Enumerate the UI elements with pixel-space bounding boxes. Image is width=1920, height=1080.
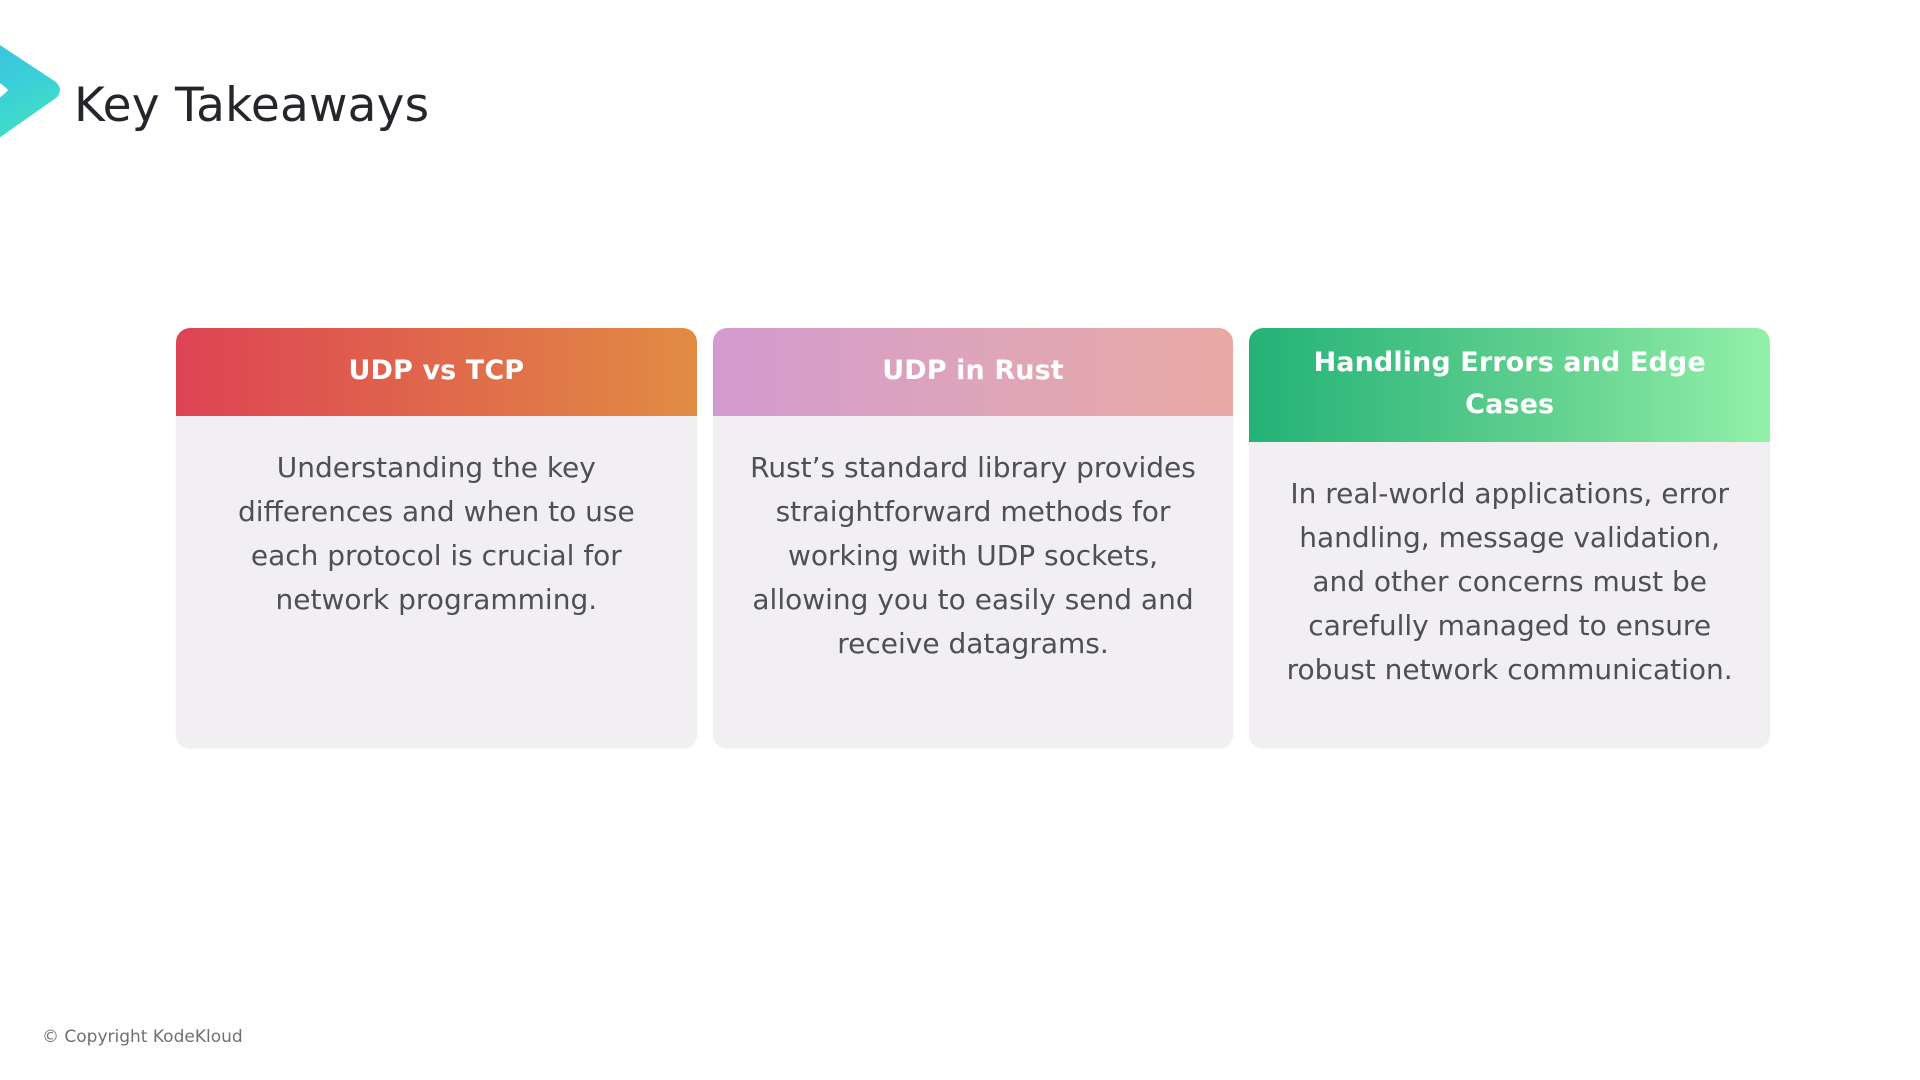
card-title: Handling Errors and Edge Cases (1313, 347, 1706, 420)
card-header-udp-in-rust: UDP in Rust (712, 328, 1234, 416)
card-title: UDP in Rust (882, 355, 1064, 386)
page-title: Key Takeaways (74, 78, 430, 133)
brand-chevron-logo (0, 18, 62, 166)
card-header-udp-vs-tcp: UDP vs TCP (176, 328, 697, 416)
card-header-handling-errors: Handling Errors and Edge Cases (1249, 328, 1771, 442)
footer-copyright: © Copyright KodeKloud (42, 1027, 243, 1047)
card-body-text: Rust’s standard library provides straigh… (750, 451, 1196, 660)
card-body-udp-in-rust: Rust’s standard library provides straigh… (712, 416, 1234, 748)
takeaway-cards-row: UDP vs TCP Understanding the key differe… (176, 328, 1771, 748)
card-body-text: In real-world applications, error handli… (1286, 477, 1733, 686)
takeaway-card-udp-in-rust: UDP in Rust Rust’s standard library prov… (712, 328, 1234, 748)
takeaway-card-udp-vs-tcp: UDP vs TCP Understanding the key differe… (176, 328, 697, 748)
takeaway-card-handling-errors: Handling Errors and Edge Cases In real-w… (1249, 328, 1771, 748)
card-body-handling-errors: In real-world applications, error handli… (1249, 442, 1771, 748)
card-body-udp-vs-tcp: Understanding the key differences and wh… (176, 416, 697, 748)
card-title: UDP vs TCP (348, 355, 525, 386)
card-body-text: Understanding the key differences and wh… (237, 451, 635, 616)
